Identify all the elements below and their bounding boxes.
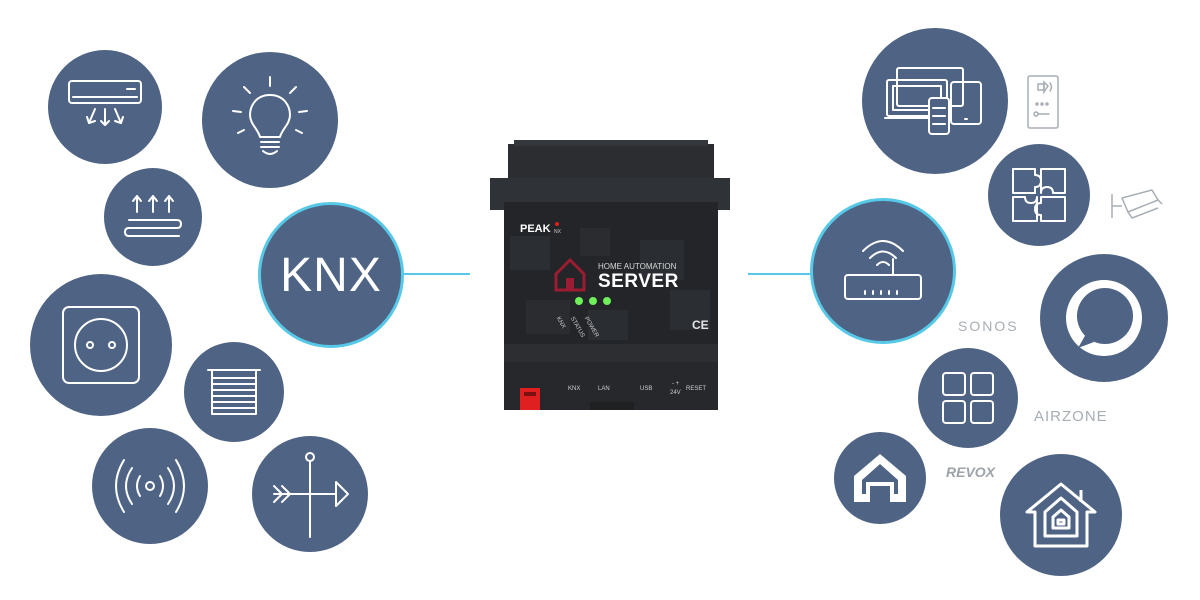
port-label-lan: LAN: [598, 386, 610, 392]
floor-heating-icon: [124, 195, 182, 237]
window-blind-icon: [207, 369, 261, 415]
intercom-icon: [1027, 75, 1059, 129]
alexa-circle: [1040, 254, 1168, 382]
airzone-logo: AIRZONE: [1034, 408, 1108, 425]
connector-line-left: [402, 273, 470, 275]
power-socket-circle: [30, 274, 172, 416]
connector-line-right: [748, 273, 812, 275]
sonos-logo: SONOS: [958, 318, 1019, 334]
home-logo-icon: [854, 454, 906, 502]
port-label-polarity: - +: [672, 381, 680, 387]
home-automation-server: PEAK NX HOME AUTOMATION SERVER KNX STATU…: [470, 140, 748, 412]
knx-label: KNX: [280, 248, 382, 302]
power-socket-icon: [62, 306, 140, 384]
window-blind-circle: [184, 342, 284, 442]
light-bulb-icon: [232, 76, 308, 155]
router-hub-circle: [810, 198, 956, 344]
weather-vane-icon: [273, 452, 349, 538]
router-icon: [844, 240, 922, 300]
air-conditioner-icon: [68, 80, 142, 126]
home-logo-circle: [834, 432, 926, 524]
devices-circle: [862, 28, 1008, 174]
weather-vane-circle: [252, 436, 368, 552]
light-bulb-circle: [202, 52, 338, 188]
tiles-app-circle: [918, 348, 1018, 448]
air-conditioner-circle: [48, 50, 162, 164]
floor-heating-circle: [104, 168, 202, 266]
device-brand: PEAK: [520, 223, 551, 235]
device-brand-sub: NX: [554, 229, 561, 235]
sensor-icon: [115, 459, 185, 513]
apple-home-icon: [1025, 482, 1097, 548]
tiles-app-icon: [942, 372, 994, 424]
revox-logo: REVOX: [946, 464, 996, 480]
ce-mark: CE: [692, 318, 709, 332]
security-camera-icon: [1111, 189, 1163, 219]
server-device-illustration: [490, 140, 730, 410]
apple-home-circle: [1000, 454, 1122, 576]
devices-icon: [884, 67, 982, 135]
port-label-reset: RESET: [686, 386, 707, 392]
knx-hub-circle: KNX: [258, 202, 404, 348]
port-label-usb: USB: [640, 386, 653, 392]
device-title-top: HOME AUTOMATION: [598, 262, 677, 271]
port-label-24v: 24V: [670, 390, 681, 396]
puzzle-circle: [988, 144, 1090, 246]
puzzle-icon: [1012, 168, 1066, 222]
device-title-main: SERVER: [598, 271, 679, 292]
sensor-circle: [92, 428, 208, 544]
alexa-icon: [1066, 280, 1142, 356]
port-label-knx: KNX: [568, 386, 581, 392]
